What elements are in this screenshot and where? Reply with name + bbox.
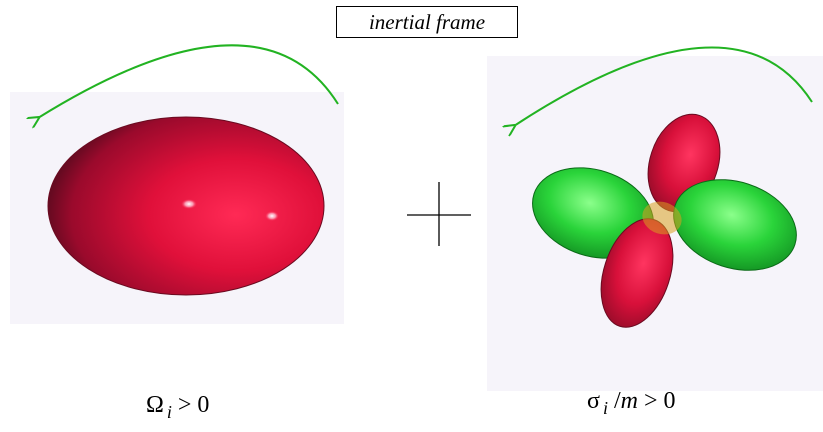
sigma-subscript: i	[602, 398, 608, 418]
center-overlap	[642, 201, 682, 235]
rotation-arrow-left	[38, 44, 339, 118]
omega-subscript: i	[166, 402, 172, 422]
inertial-frame-label: inertial frame	[336, 6, 518, 38]
sigma-slash: /	[607, 388, 621, 414]
plus-sign	[407, 182, 471, 246]
quadrupole-figure	[532, 113, 797, 328]
sigma-symbol: σ	[587, 388, 600, 414]
rotation-arrow-right	[514, 46, 813, 126]
ellipsoid-highlight-right	[265, 211, 279, 221]
omega-symbol: Ω	[146, 392, 164, 418]
ellipsoid-highlight-left	[181, 199, 197, 209]
green-lobe-right	[673, 179, 797, 271]
omega-relation: > 0	[171, 392, 210, 418]
sigma-relation: > 0	[637, 388, 676, 414]
sigma-divisor: m	[620, 388, 638, 414]
